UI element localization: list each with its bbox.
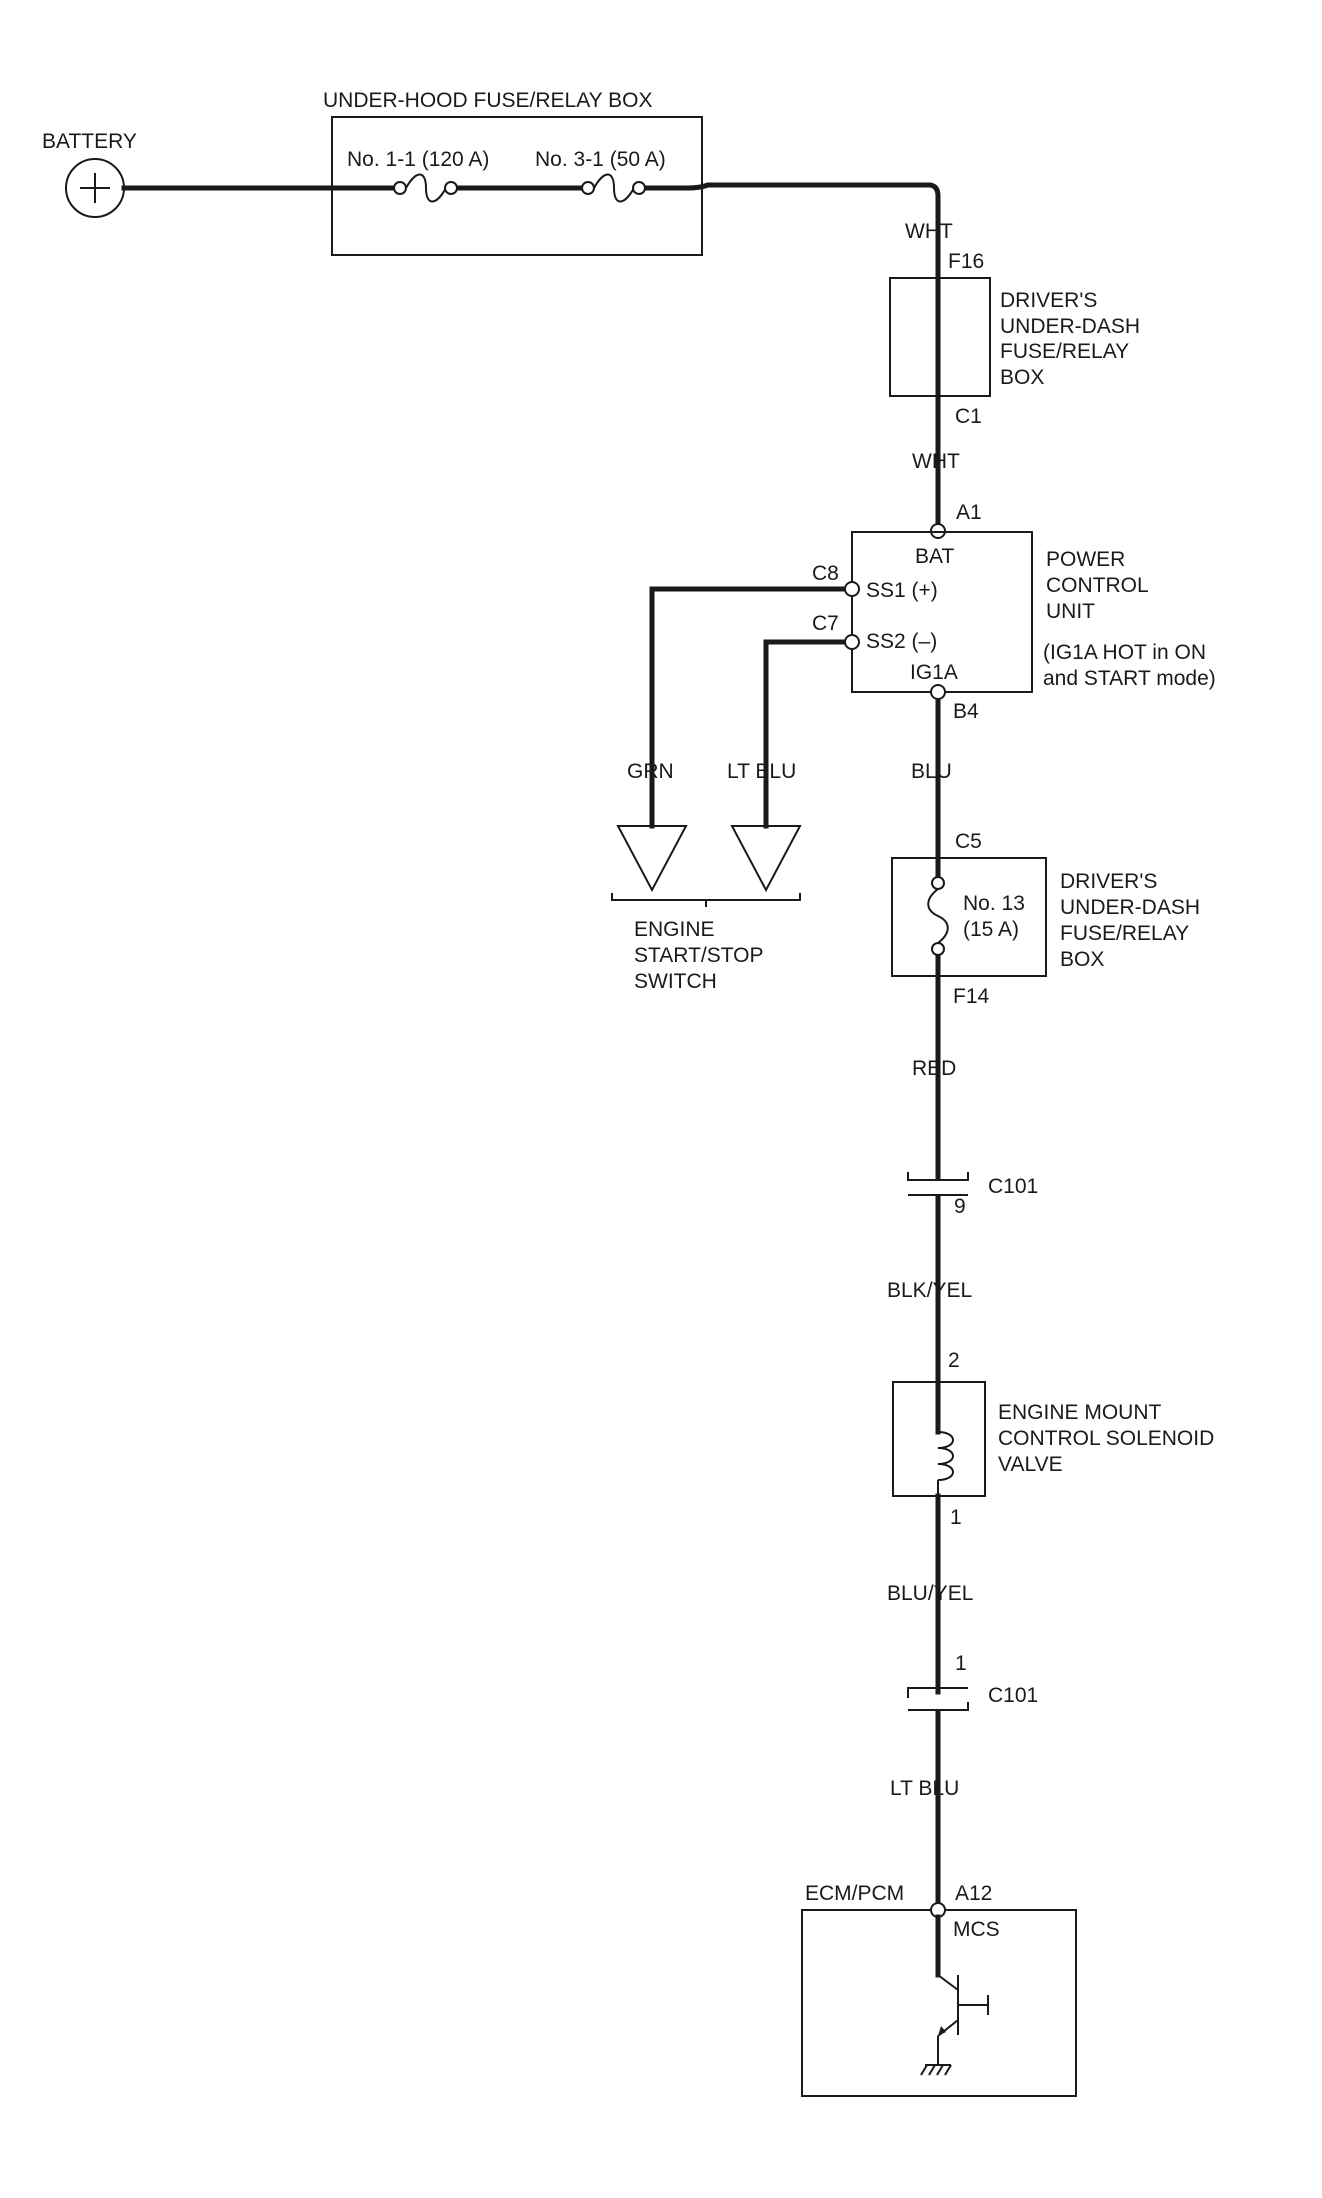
pcu-line-1: POWER: [1046, 548, 1125, 571]
pcu-pin-ss2: SS2 (–): [866, 630, 937, 653]
connector-c101-b: C101: [988, 1684, 1038, 1707]
fuse-13-line-2: (15 A): [963, 918, 1019, 941]
driver-box-2-line-3: FUSE/RELAY: [1060, 922, 1189, 945]
pcu-note-line-1: (IG1A HOT in ON: [1043, 641, 1206, 664]
wire-blu: BLU: [911, 760, 952, 783]
battery-wire: [121, 182, 941, 533]
connector-c101-a-pin: 9: [954, 1195, 966, 1218]
driver-under-dash-box-1: [889, 277, 991, 397]
connector-a12: A12: [955, 1882, 992, 1905]
battery-symbol: [65, 158, 125, 218]
node-c7: [844, 634, 860, 650]
driver-box-2-line-2: UNDER-DASH: [1060, 896, 1200, 919]
ground-icon: [920, 2064, 952, 2076]
pcu-pin-bat: BAT: [915, 545, 954, 568]
under-hood-box-label: UNDER-HOOD FUSE/RELAY BOX: [323, 89, 652, 112]
pcu-line-2: CONTROL: [1046, 574, 1149, 597]
switch-line-2: START/STOP: [634, 944, 764, 967]
fuse-1-1-label: No. 1-1 (120 A): [347, 148, 489, 171]
wire-wht-1: WHT: [905, 220, 953, 243]
wire-wht-2: WHT: [912, 450, 960, 473]
driver-box-1-line-1: DRIVER'S: [1000, 289, 1097, 312]
connector-f16: F16: [948, 250, 984, 273]
connector-c101-a-symbol: [907, 1172, 969, 1196]
battery-label: BATTERY: [42, 130, 137, 153]
switch-line-3: SWITCH: [634, 970, 717, 993]
fuse-3-1-label: No. 3-1 (50 A): [535, 148, 666, 171]
transistor-symbol: [935, 1914, 989, 2065]
driver-box-1-line-3: FUSE/RELAY: [1000, 340, 1129, 363]
switch-line-1: ENGINE: [634, 918, 715, 941]
connector-c5: C5: [955, 830, 982, 853]
node-b4: [930, 684, 946, 700]
driver-box-2-line-1: DRIVER'S: [1060, 870, 1157, 893]
wire-lt-blu-ecm: LT BLU: [890, 1777, 959, 1800]
solenoid-line-3: VALVE: [998, 1453, 1063, 1476]
pcu-pin-ss1: SS1 (+): [866, 579, 938, 602]
connector-c8: C8: [812, 562, 839, 585]
connector-f14: F14: [953, 985, 990, 1008]
wire-lt-blu-switch: LT BLU: [727, 760, 796, 783]
connector-c101-a: C101: [988, 1175, 1038, 1198]
wire-grn: GRN: [627, 760, 674, 783]
wire-red: RED: [912, 1057, 956, 1080]
fuse-3-1-symbol: [581, 173, 646, 203]
wire-lt-blu-switch-path: [763, 639, 849, 829]
connector-c1: C1: [955, 405, 982, 428]
ecm-pin-mcs: MCS: [953, 1918, 1000, 1941]
wire-blu-yel: BLU/YEL: [887, 1582, 973, 1605]
pcu-line-3: UNIT: [1046, 600, 1095, 623]
switch-terminal-lt-blu: [730, 825, 802, 893]
pcu-pin-ig1a: IG1A: [910, 661, 958, 684]
driver-box-1-line-4: BOX: [1000, 366, 1044, 389]
solenoid-line-1: ENGINE MOUNT: [998, 1401, 1162, 1424]
switch-terminal-grn: [616, 825, 688, 893]
connector-c101-b-symbol: [907, 1687, 969, 1711]
pcu-note-line-2: and START mode): [1043, 667, 1216, 690]
driver-box-1-line-2: UNDER-DASH: [1000, 315, 1140, 338]
wire-grn-path: [649, 586, 849, 829]
solenoid-pin-2: 2: [948, 1349, 960, 1372]
switch-brace: [611, 893, 801, 907]
connector-c101-b-pin: 1: [955, 1652, 967, 1675]
connector-c7: C7: [812, 612, 839, 635]
node-c8: [844, 581, 860, 597]
wire-blk-yel: BLK/YEL: [887, 1279, 972, 1302]
driver-under-dash-box-2: [891, 857, 1047, 977]
fuse-13-line-1: No. 13: [963, 892, 1025, 915]
driver-box-2-line-4: BOX: [1060, 948, 1104, 971]
fuse-1-1-symbol: [393, 173, 458, 203]
solenoid-line-2: CONTROL SOLENOID: [998, 1427, 1214, 1450]
connector-b4: B4: [953, 700, 979, 723]
fuse-13-symbol: [927, 876, 949, 956]
connector-a1: A1: [956, 501, 982, 524]
ecm-pcm-label: ECM/PCM: [805, 1882, 904, 1905]
solenoid-pin-1: 1: [950, 1506, 962, 1529]
solenoid-coil-symbol: [937, 1431, 954, 1496]
